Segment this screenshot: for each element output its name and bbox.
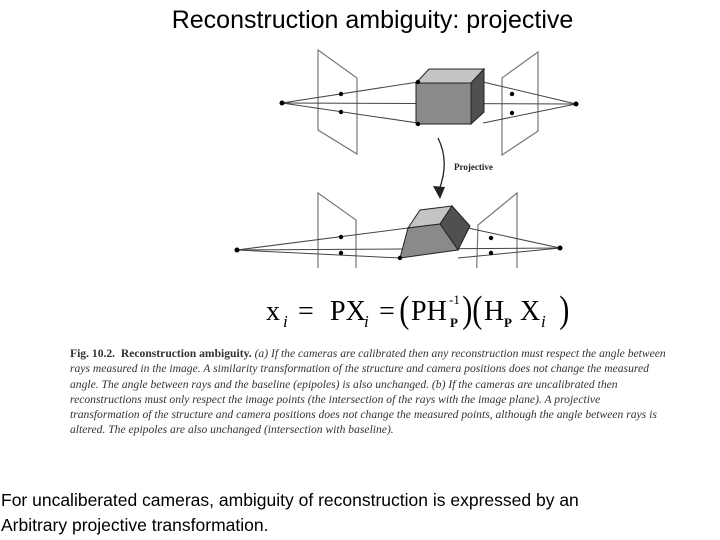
slide-title: Reconstruction ambiguity: projective [171,6,574,34]
top-cube [414,67,486,126]
figure-caption: Fig. 10.2. Reconstruction ambiguity. (a)… [70,346,666,438]
eq-left-paren: ( [472,289,483,331]
top-points [279,79,579,127]
bottom-distorted-cube [399,205,471,259]
eq-right-paren: ) [559,289,570,331]
eq-sub-i: i [283,312,288,331]
footer-line-1: For uncaliberated cameras, ambiguity of … [1,490,579,510]
bottom-rays [236,227,561,259]
arrow-head-icon [433,186,445,199]
eq-sub-i: i [364,312,369,331]
eq-equals: = [379,296,395,327]
eq-ph: PH [411,296,447,327]
caption-heading: Reconstruction ambiguity. [120,347,252,360]
top-left-image-plane [317,48,358,156]
eq-sub-i: i [541,312,546,331]
eq-x-upper: X [520,296,541,327]
eq-equals: = [298,296,314,327]
projective-equation: x i = PX i = ( PH -1 P ) ( H P X i ) [262,289,582,336]
projective-arrow [437,137,445,191]
eq-left-paren: ( [399,289,410,331]
arrow-label: Projective [454,162,493,172]
slide-footer-text: For uncaliberated cameras, ambiguity of … [1,488,716,538]
footer-line-2: Arbitrary projective transformation. [1,515,269,535]
eq-right-paren: ) [462,289,473,331]
eq-h: H [484,296,505,327]
top-rays [281,81,577,124]
bottom-right-image-plane [476,191,518,268]
eq-inverse-exp: -1 [449,292,460,307]
eq-px: PX [330,296,366,327]
caption-text: (a) If the cameras are calibrated then a… [70,347,666,437]
reconstruction-figure: Projective [234,48,579,268]
bottom-left-image-plane [317,191,357,268]
top-right-image-plane [501,50,539,157]
caption-label: Fig. 10.2. [70,347,116,360]
eq-x: x [266,296,280,327]
eq-sub-p: P [450,315,458,330]
bottom-points [234,234,563,261]
eq-sub-p: P [504,315,512,330]
